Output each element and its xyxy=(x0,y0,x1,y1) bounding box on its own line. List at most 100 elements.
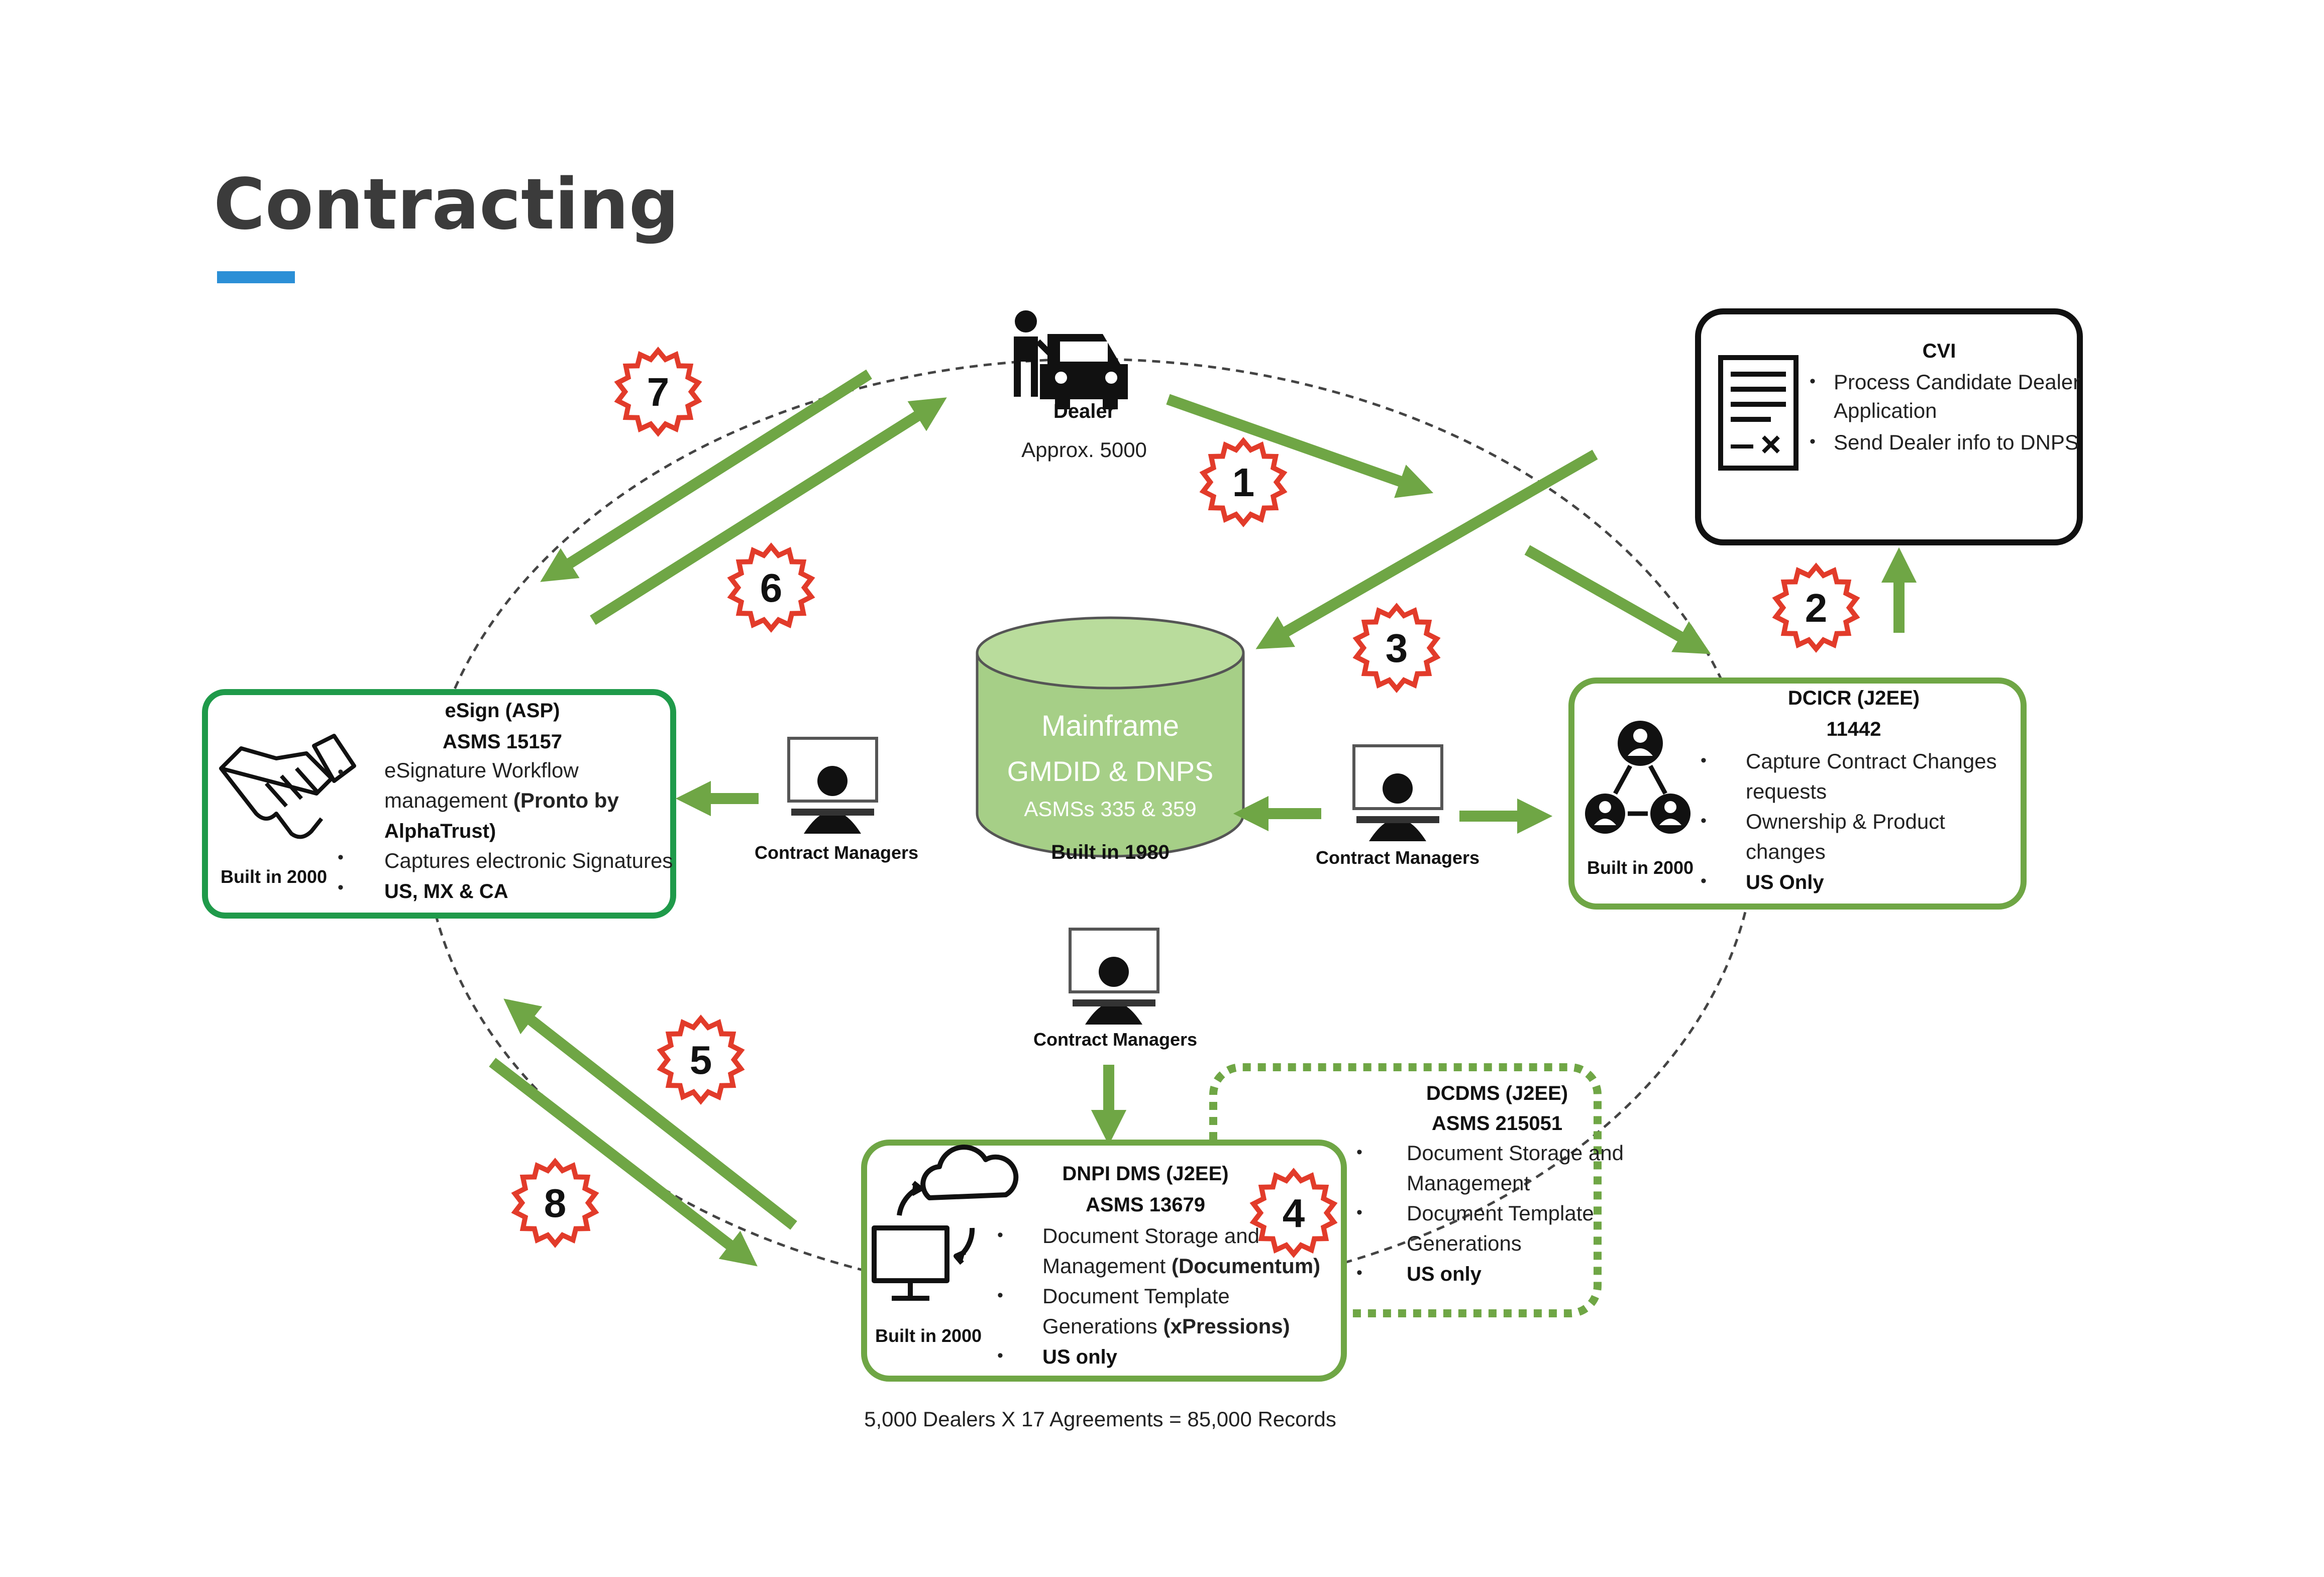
step-badge-6: 6 xyxy=(727,542,815,633)
step-number: 4 xyxy=(1283,1191,1305,1235)
esign-box: Built in 2000 eSign (ASP) ASMS 15157 • e… xyxy=(202,689,676,919)
people-network-icon xyxy=(1585,721,1691,834)
dcicr-bullet-2-line-1: Ownership & Product xyxy=(1746,810,1945,833)
dnpi-bullet: • xyxy=(997,1286,1003,1305)
dnpi-dms-box: Built in 2000 DNPI DMS (J2EE) ASMS 13679… xyxy=(861,1140,1347,1382)
arrow-step-1 xyxy=(1166,394,1434,498)
dcdms-bullet: • xyxy=(1356,1143,1362,1162)
contract-managers-label-right: Contract Managers xyxy=(1316,847,1480,868)
dcicr-bullet-3: US Only xyxy=(1746,871,1824,893)
cvi-box: CVI • Process Candidate Dealer Applicati… xyxy=(1695,308,2083,545)
dcicr-asms: 11442 xyxy=(1826,718,1881,740)
step-number: 7 xyxy=(647,370,670,414)
dcicr-box: Built in 2000 DCICR (J2EE) 11442 • Captu… xyxy=(1568,678,2027,910)
dnpi-title: DNPI DMS (J2EE) xyxy=(1062,1163,1228,1185)
dcdms-bullet: • xyxy=(1356,1203,1362,1222)
step-number: 6 xyxy=(760,566,783,610)
step-badge-5: 5 xyxy=(657,1015,745,1105)
mainframe-cylinder: Mainframe GMDID & DNPS ASMSs 335 & 359 B… xyxy=(976,616,1245,863)
arrow-step-3 xyxy=(1255,449,1598,649)
arrow-step-8 xyxy=(489,1058,758,1267)
dnpi-asms: ASMS 13679 xyxy=(1086,1194,1205,1216)
dnpi-bullet-2-line-1: Document Template xyxy=(1042,1284,1230,1308)
starburst-icon xyxy=(614,347,702,437)
mainframe-built: Built in 1980 xyxy=(1051,841,1170,863)
step-badge-4: 4 xyxy=(1249,1168,1338,1258)
dcdms-bullet: • xyxy=(1356,1263,1362,1282)
step-badge-8: 8 xyxy=(511,1158,599,1248)
dnpi-built: Built in 2000 xyxy=(875,1325,982,1346)
dealer-icon xyxy=(1014,310,1128,409)
starburst-icon xyxy=(727,542,815,633)
step-badge-3: 3 xyxy=(1352,603,1441,693)
starburst-icon xyxy=(1199,437,1288,527)
step-number: 1 xyxy=(1232,460,1255,505)
step-number: 8 xyxy=(544,1181,567,1225)
contract-manager-icon-right xyxy=(1352,744,1443,841)
cvi-title: CVI xyxy=(1923,340,1956,362)
mainframe-systems: GMDID & DNPS xyxy=(1007,755,1214,787)
records-footnote: 5,000 Dealers X 17 Agreements = 85,000 R… xyxy=(864,1407,1336,1431)
starburst-icon xyxy=(1249,1168,1338,1258)
starburst-icon xyxy=(1772,562,1860,653)
step-badge-7: 7 xyxy=(614,347,702,437)
dcicr-bullet-1-line-2: requests xyxy=(1746,779,1827,803)
dcdms-bullet-3: US only xyxy=(1407,1263,1482,1285)
esign-bullet: • xyxy=(338,848,344,867)
cvi-bullet-2: Send Dealer info to DNPS xyxy=(1834,430,2079,454)
dcdms-asms: ASMS 215051 xyxy=(1432,1112,1562,1135)
dealer-count: Approx. 5000 xyxy=(1021,438,1147,462)
document-icon xyxy=(1718,355,1799,471)
dnpi-bullet: • xyxy=(997,1225,1003,1245)
mainframe-asms: ASMSs 335 & 359 xyxy=(1024,797,1196,821)
dealer-label: Dealer xyxy=(1053,400,1115,422)
dcicr-built: Built in 2000 xyxy=(1587,857,1694,878)
dcicr-bullet: • xyxy=(1701,751,1707,770)
dcdms-bullet-2-line-1: Document Template xyxy=(1407,1201,1594,1225)
dcdms-bullet-2-line-2: Generations xyxy=(1407,1231,1522,1255)
dnpi-bullet-3: US only xyxy=(1042,1346,1118,1368)
page-title: Contracting xyxy=(214,164,679,246)
contract-managers-label-left: Contract Managers xyxy=(755,842,918,863)
esign-asms: ASMS 15157 xyxy=(443,731,562,753)
esign-bullet-3: US, MX & CA xyxy=(384,880,508,903)
esign-bullet-1-line-2: management (Pronto by xyxy=(384,789,619,812)
dcdms-bullet-1-line-1: Document Storage and xyxy=(1407,1141,1624,1165)
arrow-step-1-to-dcicr xyxy=(1524,545,1711,654)
step-badge-1: 1 xyxy=(1199,437,1288,527)
esign-title: eSign (ASP) xyxy=(445,700,560,722)
step-number: 3 xyxy=(1386,626,1408,670)
dcicr-title: DCICR (J2EE) xyxy=(1788,687,1920,709)
dnpi-bullet-1-line-1: Document Storage and xyxy=(1042,1224,1259,1248)
dcicr-bullet: • xyxy=(1701,871,1707,890)
contract-manager-icon-left xyxy=(787,737,878,834)
dcdms-box: DCDMS (J2EE) ASMS 215051 • Document Stor… xyxy=(1209,1063,1624,1317)
esign-bullet: • xyxy=(338,762,344,781)
cvi-bullet-1-line-2: Application xyxy=(1834,399,1937,422)
dnpi-bullet-1-line-2: Management (Documentum) xyxy=(1042,1254,1320,1278)
arrow-step-6 xyxy=(590,397,947,625)
contract-manager-icon-bottom xyxy=(1069,928,1159,1025)
cvi-bullet-1-line-1: Process Candidate Dealer xyxy=(1834,370,2080,394)
step-number: 2 xyxy=(1805,586,1828,630)
cloud-sync-icon xyxy=(872,1145,1019,1301)
handshake-icon xyxy=(219,734,356,839)
dnpi-bullet-2-line-2: Generations (xPressions) xyxy=(1042,1314,1290,1338)
dnpi-bullet: • xyxy=(997,1346,1003,1365)
title-underline xyxy=(217,271,295,283)
esign-bullet-1-line-1: eSignature Workflow xyxy=(384,758,579,782)
arrow-step-5 xyxy=(503,998,797,1230)
mainframe-title: Mainframe xyxy=(1041,710,1179,742)
starburst-icon xyxy=(1352,603,1441,693)
contract-managers-label-bottom: Contract Managers xyxy=(1033,1029,1197,1050)
dcicr-bullet-2-line-2: changes xyxy=(1746,840,1826,863)
esign-bullet-1-line-3: AlphaTrust) xyxy=(384,820,496,842)
step-number: 5 xyxy=(690,1038,712,1082)
starburst-icon xyxy=(511,1158,599,1248)
arrow-step-7 xyxy=(540,369,872,582)
esign-bullet-2: Captures electronic Signatures xyxy=(384,849,673,872)
esign-bullet: • xyxy=(338,878,344,897)
dcdms-bullet-1-line-2: Management xyxy=(1407,1171,1530,1195)
